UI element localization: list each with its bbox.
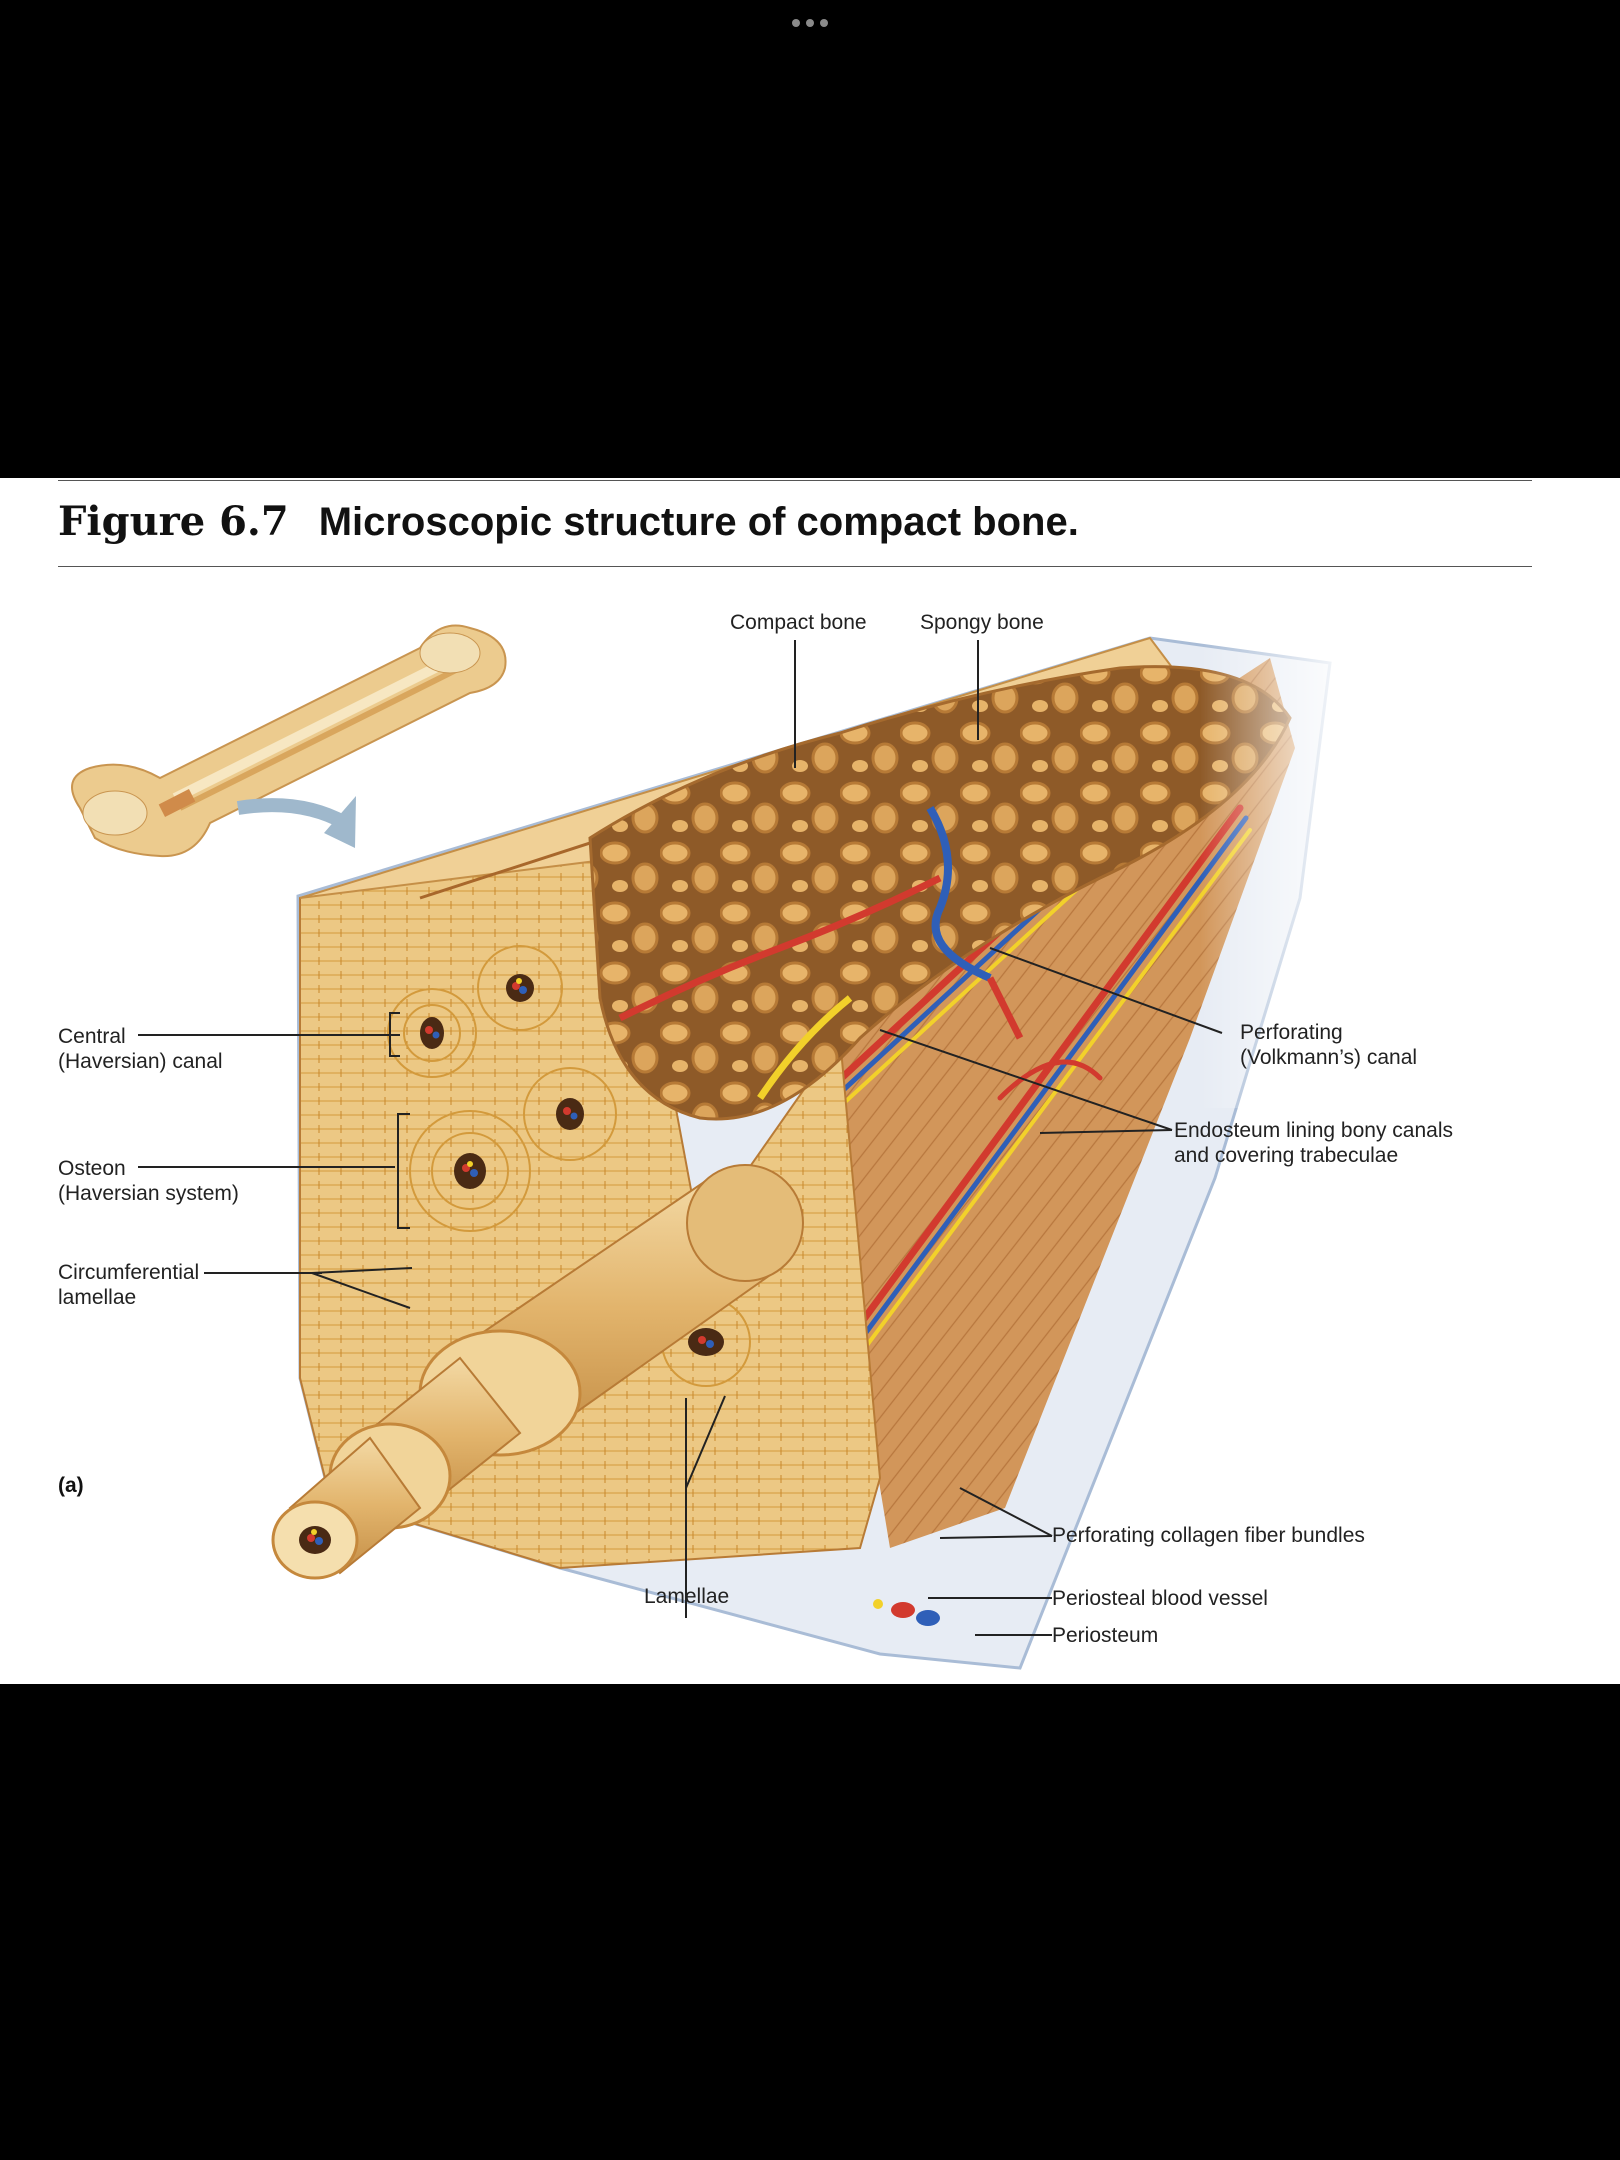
label-periosteal-vessel: Periosteal blood vessel (1052, 1587, 1268, 1610)
label-line: (Haversian) canal (58, 1050, 223, 1073)
osteon (523, 1067, 617, 1161)
page-menu-dots[interactable] (0, 14, 1620, 32)
label-compact-bone: Compact bone (730, 611, 867, 634)
title-rule (58, 566, 1532, 567)
arrow-head-icon (324, 796, 356, 848)
panel-label: (a) (58, 1474, 84, 1497)
label-line: Perforating (1240, 1021, 1343, 1044)
osteon-cylinder (271, 1164, 804, 1580)
figure-page: Figure 6.7 Microscopic structure of compa… (0, 478, 1620, 1684)
figure-title: Figure 6.7 Microscopic structure of compa… (58, 498, 1079, 545)
label-central-canal: Central (Haversian) canal (58, 1024, 223, 1074)
label-circumferential-lamellae: Circumferential lamellae (58, 1260, 199, 1310)
label-line: lamellae (58, 1286, 137, 1309)
label-osteon: Osteon (Haversian system) (58, 1156, 239, 1206)
osteon (387, 988, 477, 1078)
label-line: and covering trabeculae (1174, 1144, 1399, 1167)
label-periosteum: Periosteum (1052, 1624, 1159, 1647)
label-line: Osteon (58, 1157, 126, 1180)
osteons (387, 945, 751, 1387)
periosteal-vein (916, 1610, 940, 1626)
label-line: Central (58, 1025, 126, 1048)
label-endosteum: Endosteum lining bony canals and coverin… (1174, 1118, 1453, 1168)
label-line: Circumferential (58, 1261, 200, 1284)
label-perforating-canal: Perforating (Volkmann’s) canal (1240, 1020, 1417, 1070)
label-line: Endosteum lining bony canals (1174, 1119, 1454, 1142)
top-rule (58, 480, 1532, 481)
label-line: (Haversian system) (58, 1182, 239, 1205)
bone-illustration (71, 624, 1360, 1670)
label-spongy-bone: Spongy bone (920, 611, 1044, 634)
long-bone-icon (71, 624, 507, 858)
label-line: (Volkmann’s) canal (1240, 1046, 1418, 1069)
figure-number: Figure 6.7 (58, 498, 289, 545)
label-perforating-collagen: Perforating collagen fiber bundles (1052, 1524, 1365, 1547)
figure-caption: Microscopic structure of compact bone. (318, 500, 1079, 544)
label-lamellae: Lamellae (644, 1585, 730, 1608)
dot (792, 19, 800, 27)
arrow-icon (236, 798, 349, 830)
leader-lines (138, 640, 1223, 1636)
osteon (409, 1110, 531, 1232)
periosteal-artery (891, 1602, 915, 1618)
dot (820, 19, 828, 27)
dot (806, 19, 814, 27)
osteon (477, 945, 563, 1031)
